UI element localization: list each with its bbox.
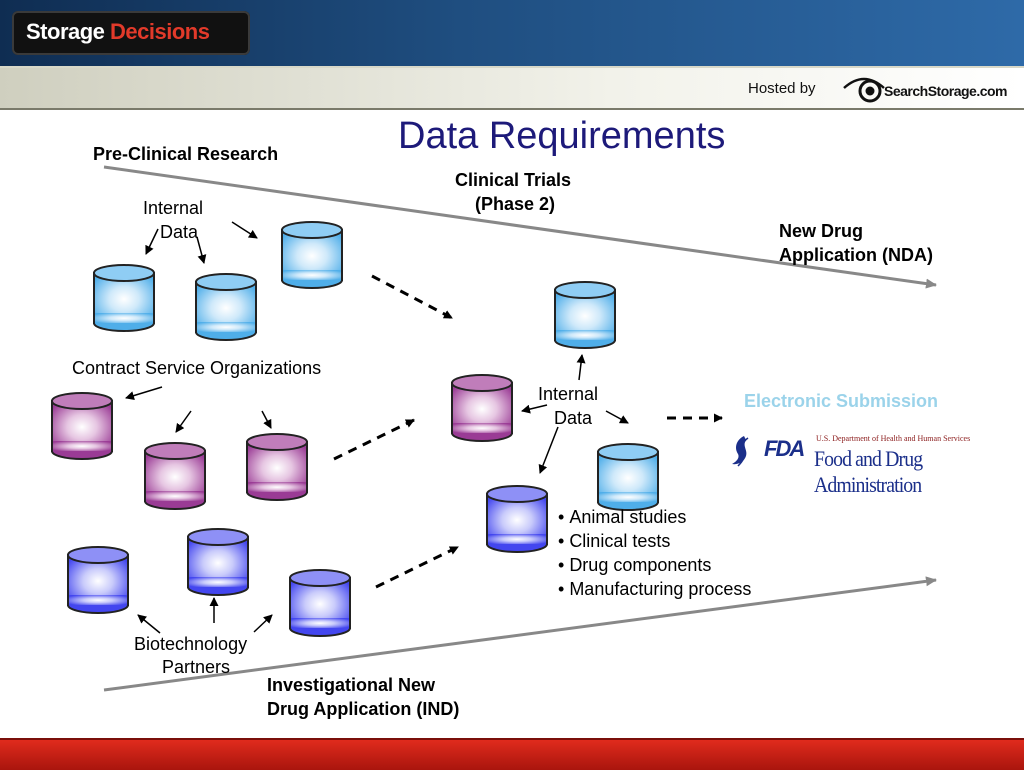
list-item: Clinical tests (558, 529, 751, 553)
fda-mark: FDA (764, 436, 805, 461)
biotech-data-cylinder (187, 528, 249, 596)
searchstorage-logo-text: SearchStorage.com (884, 83, 1008, 99)
pointer-arrow (538, 426, 559, 474)
list-item: Manufacturing process (558, 577, 751, 601)
bottom-banner (0, 738, 1024, 770)
biotech-label: Biotechnology (134, 634, 248, 654)
pointer-arrow (196, 236, 207, 264)
pointer-arrow (175, 410, 192, 433)
searchstorage-eye-icon (843, 77, 885, 103)
pointer-arrow (231, 221, 258, 239)
slide-title: Data Requirements (398, 115, 726, 157)
internal-data-label: Internal (143, 198, 204, 218)
pointer-arrow (137, 614, 161, 634)
biotech-data-cylinder-center (486, 485, 548, 553)
clinical-data-cylinder (554, 281, 616, 349)
biotech-data-cylinder (289, 569, 351, 637)
clinical-trials-label: Clinical Trials (455, 170, 572, 190)
hosted-by-bar (0, 66, 1024, 110)
cro-to-center-arrow (333, 418, 415, 461)
cro-label: Contract Service Organizations (72, 358, 322, 378)
pointer-arrow (253, 614, 273, 633)
fda-department-text: U.S. Department of Health and Human Serv… (816, 434, 971, 443)
pointer-arrow (521, 404, 548, 414)
biotech-to-center-arrow (375, 545, 459, 589)
pre-clinical-label: Pre-Clinical Research (93, 144, 279, 164)
clinical-trials-phase-label: (Phase 2) (475, 194, 556, 214)
nda-label-2: Application (NDA) (779, 245, 933, 265)
fda-logo: FDA U.S. Department of Health and Human … (730, 432, 1000, 497)
internal-data-cylinder (93, 264, 155, 332)
pre-clinical-to-nda-line (103, 165, 937, 289)
cro-data-cylinder-center (451, 374, 513, 442)
cro-data-cylinder (144, 442, 206, 510)
biotech-label-2: Partners (162, 657, 231, 677)
pointer-arrow (605, 410, 629, 424)
ind-label-2: Drug Application (IND) (267, 699, 460, 719)
fda-name-text: Food and Drug Administration (814, 446, 923, 497)
internal-data-cylinder (281, 221, 343, 289)
ind-label: Investigational New (267, 675, 436, 695)
cro-data-cylinder (246, 433, 308, 501)
biotech-data-cylinder (67, 546, 129, 614)
electronic-submission-label: Electronic Submission (744, 391, 939, 411)
pointer-arrow (261, 410, 272, 429)
hhs-seal-icon (732, 436, 749, 467)
pointer-arrow (145, 228, 159, 255)
clinical-data-cylinder (597, 443, 659, 511)
center-internal-data-label: Internal (538, 384, 599, 404)
data-types-list: Animal studies Clinical tests Drug compo… (558, 505, 751, 601)
pointer-arrow (576, 354, 586, 381)
internal-data-cylinder (195, 273, 257, 341)
nda-label: New Drug (779, 221, 864, 241)
hosted-by-label: Hosted by (748, 80, 816, 97)
internal-data-label-2: Data (160, 222, 199, 242)
ind-progress-line (103, 576, 937, 692)
list-item: Animal studies (558, 505, 751, 529)
list-item: Drug components (558, 553, 751, 577)
storage-decisions-logo (12, 11, 250, 55)
cro-data-cylinder (51, 392, 113, 460)
center-internal-data-label-2: Data (554, 408, 593, 428)
storage-decisions-logo-text: Storage Decisions (26, 19, 210, 44)
pointer-arrow (125, 386, 163, 400)
internal-to-center-arrow (371, 274, 453, 320)
